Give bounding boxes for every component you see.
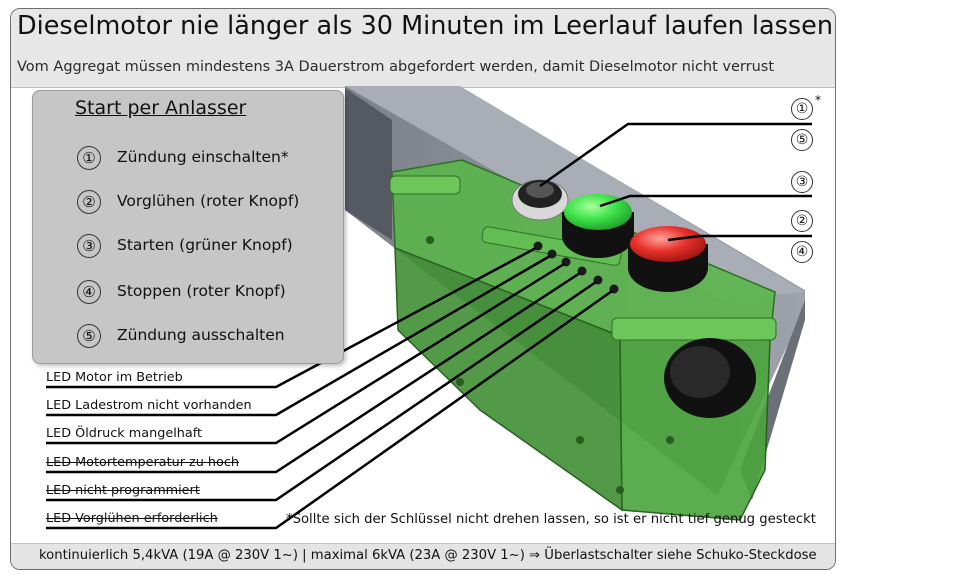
key-switch	[511, 179, 569, 221]
led-leader-lines	[46, 246, 613, 530]
step-label: Zündung ausschalten	[117, 326, 285, 344]
step-number: ④	[77, 280, 101, 304]
callout-green-button: ③	[791, 171, 813, 193]
start-instructions-panel: Start per Anlasser ① Zündung einschalten…	[32, 90, 344, 364]
footer-bar: kontinuierlich 5,4kVA (19A @ 230V 1~) | …	[11, 543, 835, 569]
key-note: *Sollte sich der Schlüssel nicht drehen …	[286, 512, 816, 527]
page-title: Dieselmotor nie länger als 30 Minuten im…	[17, 11, 836, 41]
step-2: ② Vorglühen (roter Knopf)	[33, 187, 343, 217]
step-4: ④ Stoppen (roter Knopf)	[33, 277, 343, 307]
led-label-oil-pressure: LED Öldruck mangelhaft	[46, 426, 202, 441]
page-subtitle: Vom Aggregat müssen mindestens 3A Dauers…	[17, 59, 775, 75]
footer-power-rating: kontinuierlich 5,4kVA (19A @ 230V 1~) | …	[39, 548, 817, 563]
callout-leader-lines	[539, 122, 812, 242]
step-label: Stoppen (roter Knopf)	[117, 282, 286, 300]
step-5: ⑤ Zündung ausschalten	[33, 321, 343, 351]
callout-red-button-stop: ④	[791, 241, 813, 263]
step-1: ① Zündung einschalten*	[33, 143, 343, 173]
step-number: ②	[77, 190, 101, 214]
led-label-engine-temperature: LED Motortemperatur zu hoch	[46, 455, 240, 470]
callout-asterisk: *	[815, 93, 821, 107]
led-label-glow-required: LED Vorglühen erforderlich	[46, 511, 218, 526]
green-start-button	[562, 194, 634, 258]
led-label-not-programmed: LED nicht programmiert	[46, 483, 200, 498]
step-number: ⑤	[77, 324, 101, 348]
red-stop-button	[628, 226, 708, 292]
header-bar: Dieselmotor nie länger als 30 Minuten im…	[11, 9, 835, 88]
step-label: Vorglühen (roter Knopf)	[117, 192, 300, 210]
callout-red-button-glow: ②	[791, 210, 813, 232]
callout-key-off: ⑤	[791, 129, 813, 151]
panel-title: Start per Anlasser	[75, 97, 247, 119]
step-3: ③ Starten (grüner Knopf)	[33, 231, 343, 261]
step-label: Starten (grüner Knopf)	[117, 236, 293, 254]
step-number: ③	[77, 234, 101, 258]
step-number: ①	[77, 146, 101, 170]
step-label: Zündung einschalten*	[117, 148, 289, 166]
led-label-no-charge-current: LED Ladestrom nicht vorhanden	[46, 398, 252, 413]
callout-key-on: ①	[791, 98, 813, 120]
led-label-engine-running: LED Motor im Betrieb	[46, 370, 183, 385]
